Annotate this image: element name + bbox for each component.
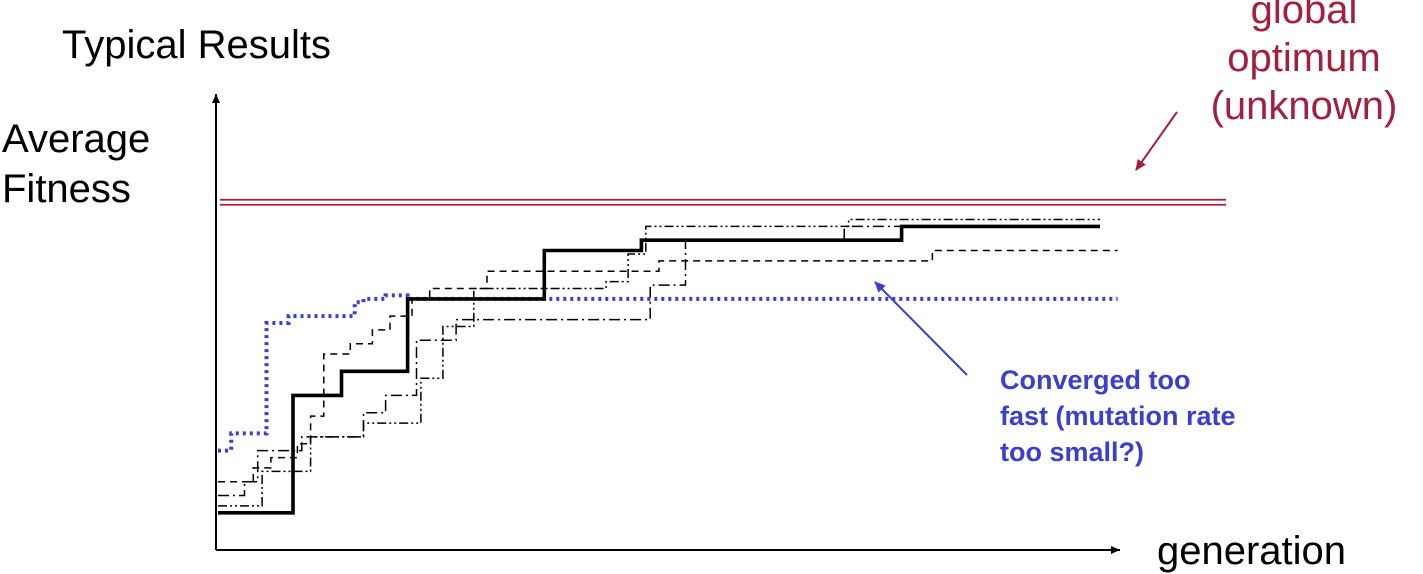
solid-thick-series [218,224,1100,515]
converged-arrow [874,281,968,376]
optimum-arrow [1135,111,1178,171]
dash-dot-series [218,225,1100,497]
chart-title: Typical Results [62,23,331,67]
dashed-series [218,249,1118,483]
converged-annotation: Converged too fast (mutation rate too sm… [1000,365,1236,467]
global-optimum-annotation: global optimum (unknown) [1210,0,1398,128]
y-axis-label: Average Fitness [2,117,151,211]
dash-dot-dot-series [218,218,1100,507]
